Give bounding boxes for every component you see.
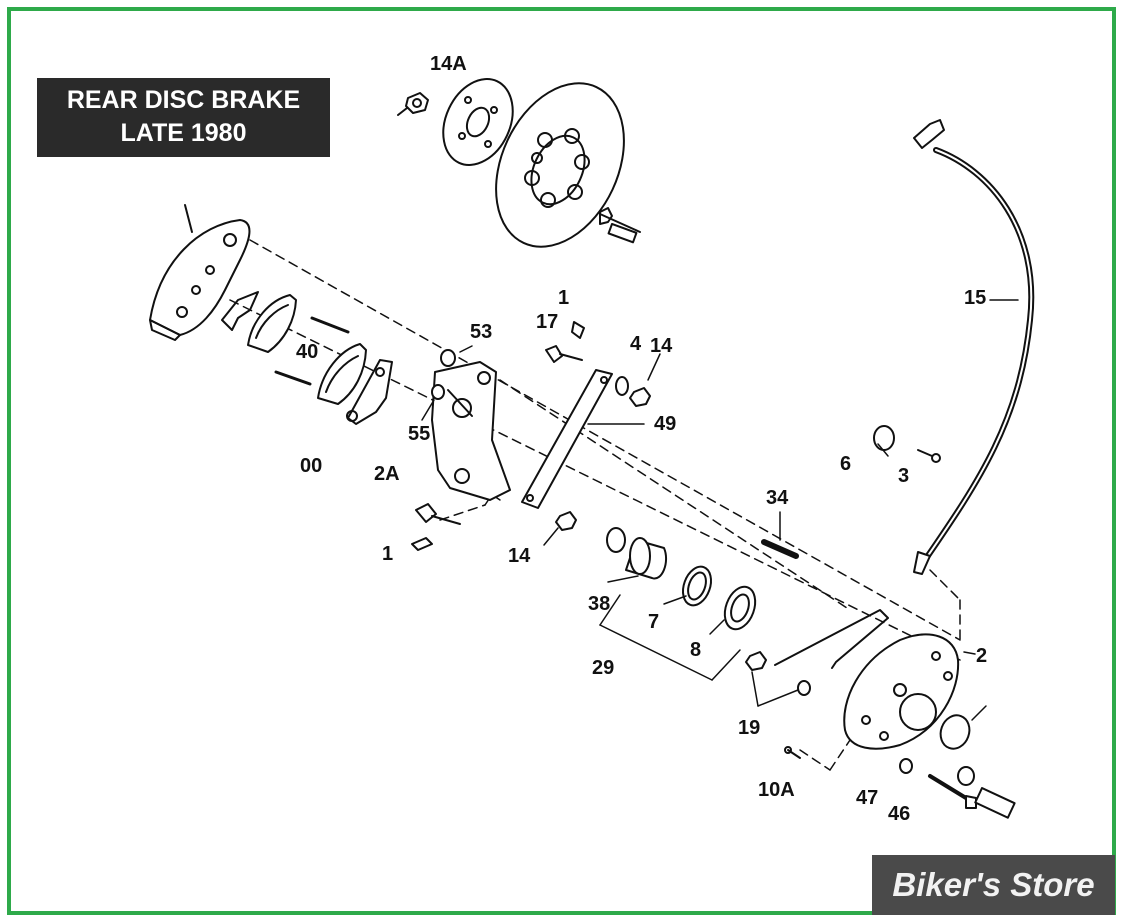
bleeder-screw bbox=[797, 680, 811, 696]
pad-spring bbox=[221, 291, 259, 331]
store-watermark-logo: Biker's Store bbox=[872, 855, 1115, 915]
pad-pins bbox=[274, 316, 350, 386]
piston-boot bbox=[681, 565, 713, 607]
rotor-bolt bbox=[599, 207, 641, 244]
callout-1-top: 1 bbox=[558, 287, 569, 309]
piston-seal bbox=[606, 527, 626, 553]
callout-14-bottom: 14 bbox=[508, 545, 531, 567]
guide-pin bbox=[761, 539, 799, 559]
callout-15: 15 bbox=[964, 287, 986, 309]
nut-14A bbox=[397, 92, 429, 116]
callout-8: 8 bbox=[690, 639, 701, 661]
callout-46: 46 bbox=[888, 803, 910, 825]
bleeder-cap bbox=[745, 651, 767, 671]
bushing-53 bbox=[440, 349, 456, 367]
o-ring bbox=[939, 714, 971, 750]
anti-rattle-plate bbox=[346, 359, 393, 425]
callout-38: 38 bbox=[588, 593, 610, 615]
brake-hose bbox=[913, 119, 1035, 575]
caliper-housing bbox=[774, 609, 960, 750]
caliper-mounting-bracket bbox=[431, 361, 511, 501]
piston-seal-8 bbox=[723, 585, 757, 631]
callout-47: 47 bbox=[856, 787, 878, 809]
torque-link bbox=[521, 369, 613, 509]
callout-19: 19 bbox=[738, 717, 760, 739]
washer-right bbox=[957, 766, 975, 786]
callout-14-top: 14 bbox=[650, 335, 673, 357]
clip-screw bbox=[917, 449, 941, 463]
washer-47 bbox=[899, 758, 913, 774]
callout-14A: 14A bbox=[430, 53, 467, 75]
callout-1-bottom: 1 bbox=[382, 543, 393, 565]
screw-10A bbox=[784, 746, 801, 759]
callout-00: 00 bbox=[300, 455, 322, 477]
callout-40: 40 bbox=[296, 341, 318, 363]
callout-3: 3 bbox=[898, 465, 909, 487]
caliper-bolt bbox=[974, 787, 1016, 819]
title-line-1: REAR DISC BRAKE bbox=[66, 86, 301, 114]
diagram-title: REAR DISC BRAKE LATE 1980 bbox=[37, 78, 330, 157]
brake-pad-inner bbox=[247, 294, 297, 353]
brake-rotor bbox=[495, 82, 625, 248]
brake-pad-outer bbox=[317, 343, 367, 405]
callout-4: 4 bbox=[630, 333, 642, 355]
bolt-bottom bbox=[415, 503, 461, 525]
callout-6: 6 bbox=[840, 453, 851, 475]
callout-34: 34 bbox=[766, 487, 789, 509]
callout-49: 49 bbox=[654, 413, 676, 435]
border-frame bbox=[7, 7, 1116, 915]
piston bbox=[625, 537, 668, 580]
title-line-2: LATE 1980 bbox=[120, 119, 247, 147]
cotter-pin-top bbox=[571, 321, 585, 339]
callout-17: 17 bbox=[536, 311, 558, 333]
rotor-spacer-plate bbox=[442, 78, 514, 166]
long-bolt-46 bbox=[928, 774, 977, 809]
washer-4 bbox=[615, 376, 629, 396]
callout-2A: 2A bbox=[374, 463, 400, 485]
leader-lines bbox=[421, 299, 1019, 721]
nut-14-top bbox=[629, 387, 651, 407]
cotter-pin-bottom bbox=[411, 537, 433, 551]
bolt-17 bbox=[545, 345, 583, 363]
callout-2: 2 bbox=[976, 645, 987, 667]
hose-clip bbox=[873, 425, 895, 451]
callout-7: 7 bbox=[648, 611, 659, 633]
callout-55: 55 bbox=[408, 423, 430, 445]
nut-14-bottom bbox=[555, 511, 577, 531]
callout-29: 29 bbox=[592, 657, 614, 679]
callout-53: 53 bbox=[470, 321, 492, 343]
bushing-55 bbox=[431, 384, 445, 400]
caliper-half-left bbox=[149, 204, 251, 341]
callout-10A: 10A bbox=[758, 779, 795, 801]
